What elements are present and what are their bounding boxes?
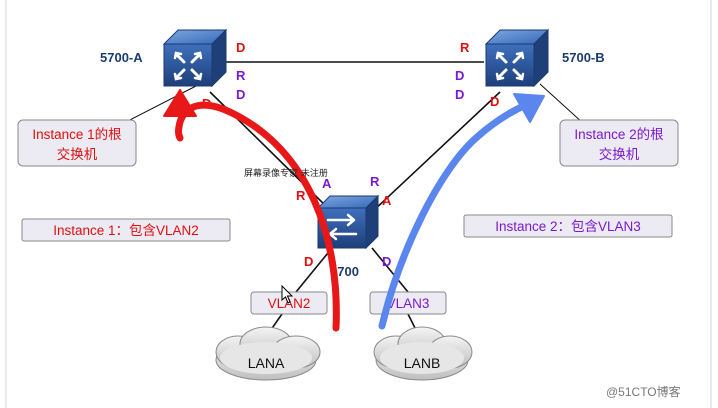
link-c-vlan2 xyxy=(295,247,333,293)
switch-core-icon xyxy=(173,51,203,81)
link-b-c xyxy=(371,91,501,213)
callout-instance1-line1: Instance 1的根 xyxy=(32,127,122,142)
instance1-desc-box: Instance 1：包含VLAN2 xyxy=(21,218,231,242)
cloud-lanb: LANB xyxy=(373,326,473,381)
instance1-desc: Instance 1：包含VLAN2 xyxy=(53,223,199,238)
switch-5700-b xyxy=(484,28,550,88)
port-role-a-r: R xyxy=(236,68,246,83)
instance2-desc: Instance 2：包含VLAN3 xyxy=(495,219,641,234)
label-5700-b: 5700-B xyxy=(562,50,605,65)
link-c-vlan3 xyxy=(371,247,409,293)
port-role-c-d-left: D xyxy=(304,254,313,269)
port-role-c-a-right: A xyxy=(382,193,392,208)
callout-instance2-root: Instance 2的根 交换机 xyxy=(559,119,679,167)
vlan3-box: VLAN3 xyxy=(369,291,447,315)
vlan2-label: VLAN2 xyxy=(268,296,311,311)
switch-core-icon xyxy=(495,51,525,81)
callout-pointer-b xyxy=(539,83,585,125)
callout-instance2-line1: Instance 2的根 xyxy=(574,127,664,142)
port-role-c-r-right: R xyxy=(370,174,380,189)
port-role-a-d2: D xyxy=(236,87,245,102)
port-role-a-top: D xyxy=(236,40,245,55)
instance2-path-arrow xyxy=(378,93,545,330)
instance1-path-arrow xyxy=(163,89,340,332)
port-role-b-d2: D xyxy=(455,87,464,102)
lanb-label: LANB xyxy=(404,355,441,371)
port-role-b-r: R xyxy=(460,40,470,55)
port-role-b-d3: D xyxy=(490,94,499,109)
port-role-c-a-left: A xyxy=(322,176,332,191)
callout-pointer-a xyxy=(121,85,197,125)
switch-5700 xyxy=(316,194,380,250)
watermark: @51CTO博客 xyxy=(606,384,681,399)
port-role-c-r-left: R xyxy=(296,188,306,203)
switch-access-icon xyxy=(326,213,358,241)
callout-instance1-root: Instance 1的根 交换机 xyxy=(17,119,137,167)
callout-instance1-line2: 交换机 xyxy=(57,146,98,162)
port-role-b-d1: D xyxy=(455,68,464,83)
instance2-desc-box: Instance 2：包含VLAN3 xyxy=(463,214,673,238)
callout-instance2-line2: 交换机 xyxy=(599,146,640,162)
port-role-c-d-right: D xyxy=(382,254,391,269)
recorder-overlay-text: 屏幕录像专家 未注册 xyxy=(244,167,328,179)
label-5700-a: 5700-A xyxy=(100,50,143,65)
cloud-lana: LANA xyxy=(215,326,321,381)
lana-label: LANA xyxy=(248,355,285,371)
mouse-cursor-icon xyxy=(281,284,294,304)
vlan2-box: VLAN2 xyxy=(250,291,328,315)
switch-5700-a xyxy=(162,28,228,88)
vlan3-label: VLAN3 xyxy=(387,296,430,311)
